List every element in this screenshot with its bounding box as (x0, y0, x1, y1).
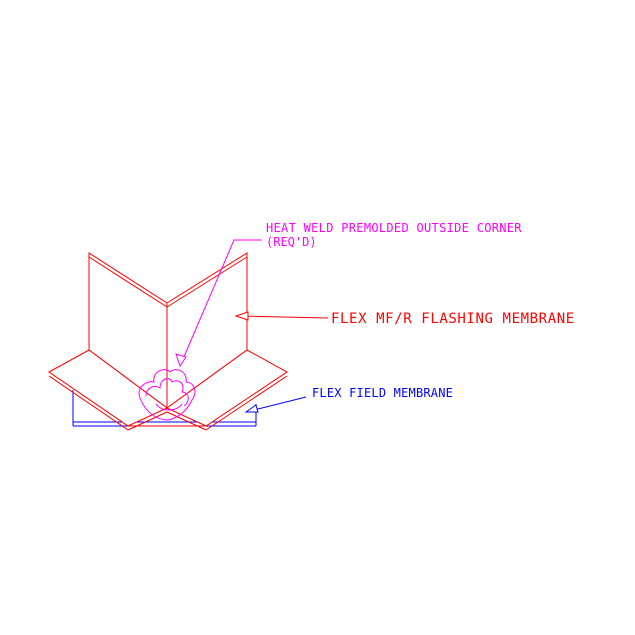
flashing-membrane (48, 252, 288, 431)
premolded-outside-corner (138, 369, 196, 421)
flashing-membrane-label: FLEX MF/R FLASHING MEMBRANE (331, 311, 575, 327)
field-membrane-label: FLEX FIELD MEMBRANE (312, 386, 453, 400)
leader-field (244, 396, 307, 413)
heat-weld-label-line2: (REQ'D) (266, 235, 317, 249)
heat-weld-label-line1: HEAT WELD PREMOLDED OUTSIDE CORNER (266, 221, 522, 235)
leader-flashing (234, 311, 329, 321)
leader-heat-weld (175, 239, 262, 368)
right-field-flashing (166, 349, 288, 427)
